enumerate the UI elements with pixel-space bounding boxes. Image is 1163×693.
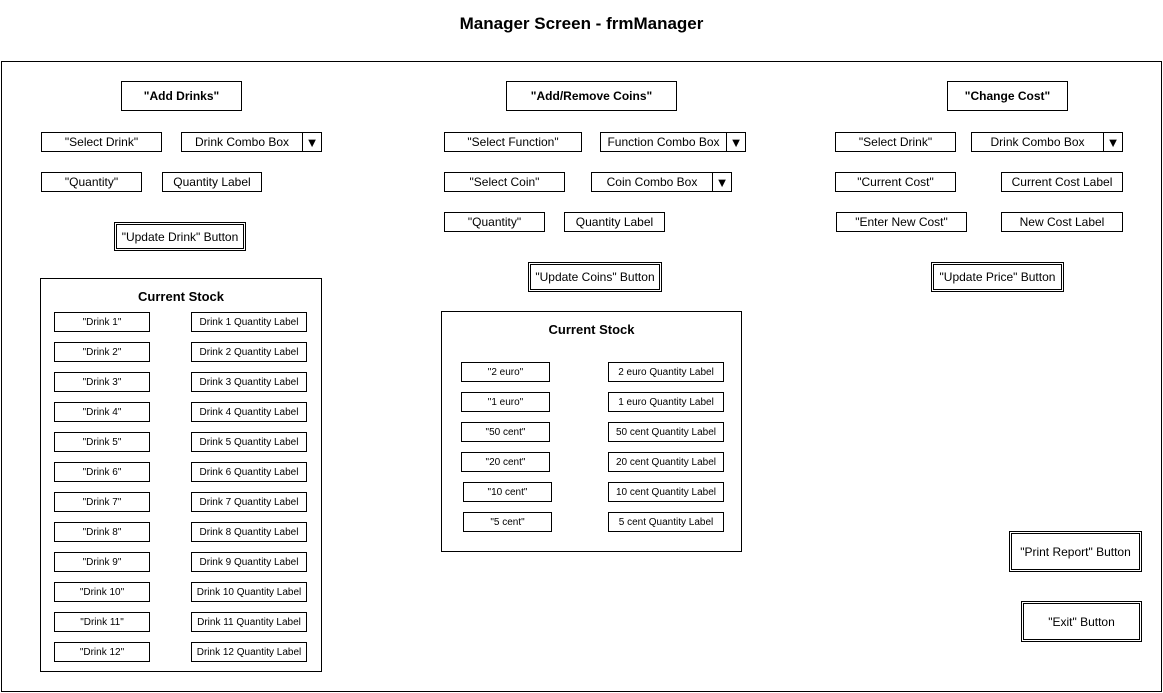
current-cost-label: "Current Cost"	[835, 172, 956, 192]
cost-select-drink-label: "Select Drink"	[835, 132, 956, 152]
add-remove-coins-heading: "Add/Remove Coins"	[506, 81, 677, 111]
print-report-button[interactable]: "Print Report" Button	[1009, 531, 1142, 572]
function-combo-text: Function Combo Box	[607, 135, 720, 149]
drink-stock-quantity: Drink 1 Quantity Label	[191, 312, 307, 332]
cost-drink-combo-text: Drink Combo Box	[990, 135, 1085, 149]
coin-stock-title: Current Stock	[548, 322, 635, 337]
chevron-down-icon[interactable]: ▼	[302, 133, 321, 151]
coin-stock-quantity: 20 cent Quantity Label	[608, 452, 724, 472]
function-combo-box[interactable]: Function Combo Box ▼	[600, 132, 746, 152]
coin-stock-quantity: 10 cent Quantity Label	[608, 482, 724, 502]
select-drink-label: "Select Drink"	[41, 132, 162, 152]
quantity-value-label: Quantity Label	[162, 172, 262, 192]
select-function-label: "Select Function"	[444, 132, 582, 152]
drink-stock-name: "Drink 5"	[54, 432, 150, 452]
form-frame	[1, 61, 1162, 692]
coin-combo-text: Coin Combo Box	[606, 175, 698, 189]
drink-combo-box[interactable]: Drink Combo Box ▼	[181, 132, 322, 152]
drink-stock-name: "Drink 8"	[54, 522, 150, 542]
coin-stock-name: "1 euro"	[461, 392, 550, 412]
coin-quantity-value-label: Quantity Label	[564, 212, 665, 232]
add-drinks-heading: "Add Drinks"	[121, 81, 242, 111]
drink-stock-quantity: Drink 12 Quantity Label	[191, 642, 307, 662]
coin-stock-name: "2 euro"	[461, 362, 550, 382]
chevron-down-icon[interactable]: ▼	[712, 173, 731, 191]
drink-stock-quantity: Drink 4 Quantity Label	[191, 402, 307, 422]
coin-stock-name: "50 cent"	[461, 422, 550, 442]
drink-stock-quantity: Drink 11 Quantity Label	[191, 612, 307, 632]
drink-stock-panel: Current Stock "Drink 1" Drink 1 Quantity…	[40, 278, 322, 672]
drink-stock-name: "Drink 6"	[54, 462, 150, 482]
drink-stock-name: "Drink 3"	[54, 372, 150, 392]
coin-stock-quantity: 1 euro Quantity Label	[608, 392, 724, 412]
drink-stock-quantity: Drink 8 Quantity Label	[191, 522, 307, 542]
drink-stock-name: "Drink 1"	[54, 312, 150, 332]
drink-stock-name: "Drink 9"	[54, 552, 150, 572]
drink-stock-name: "Drink 4"	[54, 402, 150, 422]
drink-stock-name: "Drink 2"	[54, 342, 150, 362]
change-cost-heading: "Change Cost"	[947, 81, 1068, 111]
drink-stock-quantity: Drink 2 Quantity Label	[191, 342, 307, 362]
drink-stock-quantity: Drink 9 Quantity Label	[191, 552, 307, 572]
drink-stock-quantity: Drink 10 Quantity Label	[191, 582, 307, 602]
new-cost-value-label: New Cost Label	[1001, 212, 1123, 232]
chevron-down-icon[interactable]: ▼	[726, 133, 745, 151]
quantity-label: "Quantity"	[41, 172, 142, 192]
current-cost-value-label: Current Cost Label	[1001, 172, 1123, 192]
drink-stock-quantity: Drink 7 Quantity Label	[191, 492, 307, 512]
drink-stock-name: "Drink 12"	[54, 642, 150, 662]
coin-quantity-label: "Quantity"	[444, 212, 545, 232]
select-coin-label: "Select Coin"	[444, 172, 565, 192]
enter-new-cost-label: "Enter New Cost"	[836, 212, 967, 232]
coin-stock-panel: Current Stock "2 euro" 2 euro Quantity L…	[441, 311, 742, 552]
chevron-down-icon[interactable]: ▼	[1103, 133, 1122, 151]
update-drink-button[interactable]: "Update Drink" Button	[114, 222, 246, 251]
drink-stock-quantity: Drink 6 Quantity Label	[191, 462, 307, 482]
coin-stock-name: "10 cent"	[463, 482, 552, 502]
update-price-button[interactable]: "Update Price" Button	[931, 262, 1064, 292]
exit-button[interactable]: "Exit" Button	[1021, 601, 1142, 642]
coin-stock-quantity: 5 cent Quantity Label	[608, 512, 724, 532]
drink-stock-quantity: Drink 5 Quantity Label	[191, 432, 307, 452]
drink-stock-name: "Drink 10"	[54, 582, 150, 602]
drink-stock-quantity: Drink 3 Quantity Label	[191, 372, 307, 392]
coin-combo-box[interactable]: Coin Combo Box ▼	[591, 172, 732, 192]
cost-drink-combo-box[interactable]: Drink Combo Box ▼	[971, 132, 1123, 152]
drink-stock-title: Current Stock	[138, 289, 224, 304]
update-coins-button[interactable]: "Update Coins" Button	[528, 262, 662, 292]
drink-stock-name: "Drink 7"	[54, 492, 150, 512]
coin-stock-quantity: 50 cent Quantity Label	[608, 422, 724, 442]
coin-stock-name: "5 cent"	[463, 512, 552, 532]
coin-stock-quantity: 2 euro Quantity Label	[608, 362, 724, 382]
coin-stock-name: "20 cent"	[461, 452, 550, 472]
drink-combo-text: Drink Combo Box	[194, 135, 290, 149]
page-title: Manager Screen - frmManager	[459, 14, 704, 33]
drink-stock-name: "Drink 11"	[54, 612, 150, 632]
